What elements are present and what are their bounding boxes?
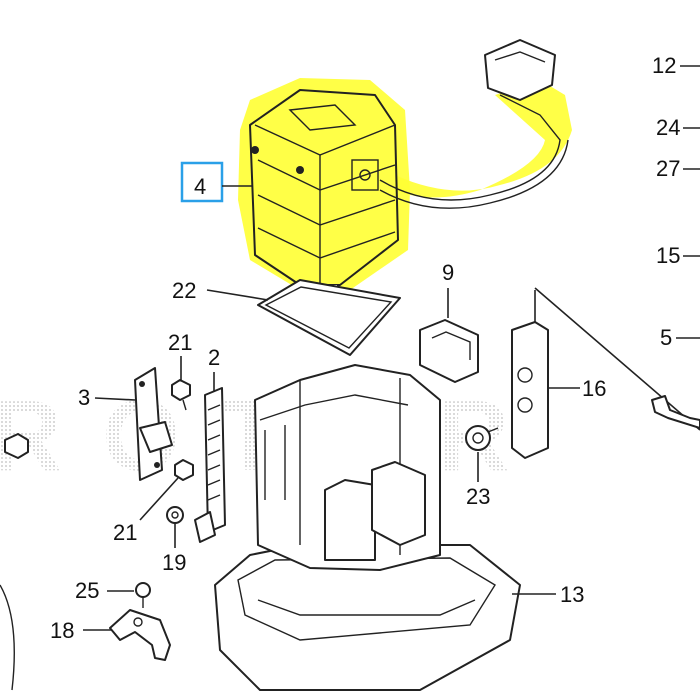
- label-12: 12: [652, 53, 676, 78]
- label-24: 24: [656, 115, 680, 140]
- label-16: 16: [582, 376, 606, 401]
- label-18: 18: [50, 618, 74, 643]
- part-25-screw: [135, 582, 151, 608]
- left-edge-arc: [0, 584, 15, 691]
- part-23: [465, 425, 499, 451]
- label-13: 13: [560, 582, 584, 607]
- part-2-bracket: [194, 387, 226, 543]
- part-19: [166, 506, 184, 524]
- part-9: [419, 319, 479, 383]
- label-2: 2: [208, 345, 220, 370]
- label-9: 9: [442, 260, 454, 285]
- part-21-screw-lower: [174, 459, 194, 481]
- label-19: 19: [162, 550, 186, 575]
- label-22: 22: [172, 278, 196, 303]
- part-22-gasket: [257, 279, 401, 356]
- part-4-motor: [249, 39, 569, 331]
- label-21-upper: 21: [168, 330, 192, 355]
- part-16: [511, 321, 549, 459]
- label-5: 5: [660, 325, 672, 350]
- label-21-lower: 21: [113, 520, 137, 545]
- part-18-clamp: [109, 609, 171, 661]
- label-15: 15: [656, 243, 680, 268]
- part-3-plate: [134, 367, 173, 481]
- label-27: 27: [656, 156, 680, 181]
- label-3: 3: [78, 385, 90, 410]
- part-21-screw-upper: [171, 379, 191, 411]
- part-13-housing: [214, 364, 521, 691]
- part-4-callout-box: [180, 161, 224, 203]
- part-5: [651, 395, 700, 429]
- label-23: 23: [466, 484, 490, 509]
- label-25: 25: [75, 578, 99, 603]
- label-4: 4: [194, 174, 206, 199]
- left-edge-bolt: [4, 433, 29, 459]
